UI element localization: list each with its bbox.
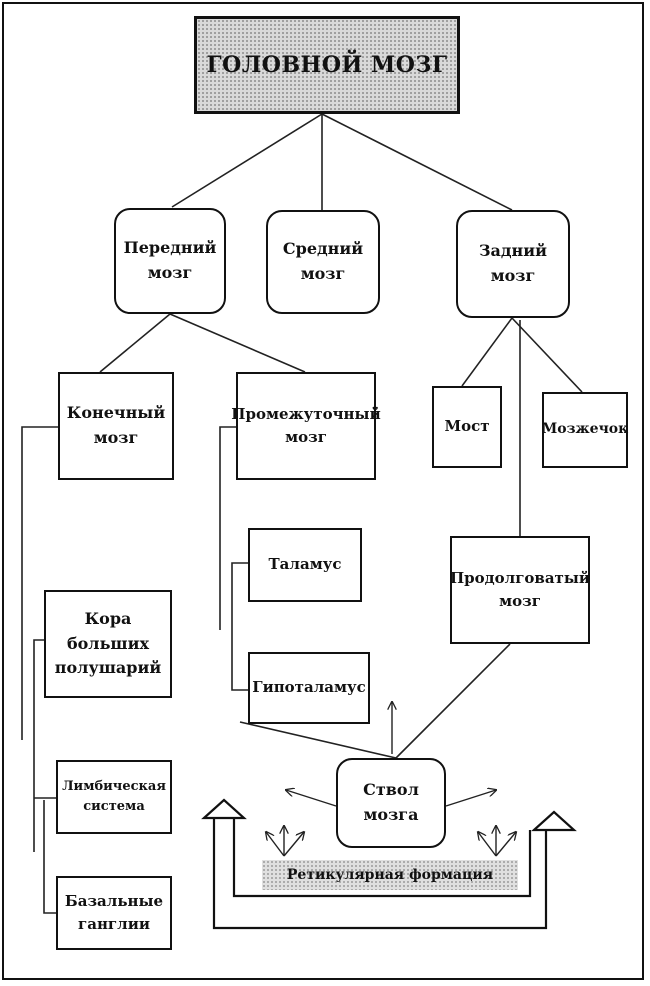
arrow-rf-right-3 <box>495 832 516 857</box>
connector-forebrain-diencephalon <box>169 313 306 373</box>
bracket-telencephalon-basal <box>43 800 56 914</box>
connector-medulla-brainstem <box>395 643 511 759</box>
reticular-formation-text: Ретикулярная формация <box>286 867 494 883</box>
bracket-telencephalon-cortex <box>33 639 44 852</box>
connector-hindbrain-cerebellum <box>511 317 583 393</box>
arrow-right <box>445 790 496 807</box>
diencephalon-label: Промежуточный мозг <box>231 404 381 446</box>
bracket-diencephalon-thalamus <box>231 562 248 691</box>
hindbrain-box: Задний мозг <box>456 210 570 318</box>
limbic-system-label: Лимбическая система <box>62 778 166 814</box>
pons-label: Мост <box>444 417 490 436</box>
cortex-box: Кора больших полушарий <box>44 590 172 698</box>
diencephalon-box: Промежуточный мозг <box>231 372 381 480</box>
cerebellum-box: Мозжечок <box>542 392 628 468</box>
telencephalon-box: Конечный мозг <box>58 372 174 480</box>
thalamus-box: Таламус <box>248 528 362 602</box>
diagram-title: ГОЛОВНОЙ МОЗГ <box>206 51 448 78</box>
hypothalamus-box: Гипоталамус <box>248 652 370 724</box>
cerebellum-label: Мозжечок <box>541 421 629 438</box>
left-triangle-arrowhead <box>201 798 247 820</box>
telencephalon-label: Конечный мозг <box>66 403 166 447</box>
hypothalamus-label: Гипоталамус <box>252 678 366 697</box>
basal-ganglia-label: Базальные ганглии <box>64 891 164 933</box>
pons-box: Мост <box>432 386 502 468</box>
cortex-label: Кора больших полушарий <box>54 608 162 678</box>
arrow-rf-right-1 <box>478 832 497 857</box>
bracket-diencephalon <box>219 426 236 630</box>
connector-title-hindbrain <box>321 113 513 211</box>
midbrain-box: Средний мозг <box>266 210 380 314</box>
right-triangle-arrowhead <box>531 810 577 832</box>
basal-ganglia-box: Базальные ганглии <box>56 876 172 950</box>
arrow-rf-left-3 <box>283 832 304 857</box>
arrow-left <box>286 790 337 807</box>
u-track-inner <box>232 818 532 898</box>
title-box: ГОЛОВНОЙ МОЗГ <box>194 16 460 114</box>
diagram-frame <box>2 2 644 980</box>
connector-forebrain-telencephalon <box>99 313 171 373</box>
u-track-outer <box>212 818 548 930</box>
medulla-label: Продолговатый мозг <box>449 568 591 610</box>
midbrain-label: Средний мозг <box>282 239 364 283</box>
brainstem-box: Ствол мозга <box>336 758 446 848</box>
forebrain-label: Передний мозг <box>123 238 217 282</box>
thalamus-label: Таламус <box>268 555 342 574</box>
limbic-system-box: Лимбическая система <box>56 760 172 834</box>
arrow-rf-left-1 <box>266 832 285 857</box>
bracket-telencephalon <box>21 426 58 740</box>
forebrain-box: Передний мозг <box>114 208 226 314</box>
hindbrain-label: Задний мозг <box>478 241 547 285</box>
brainstem-label: Ствол мозга <box>363 780 419 824</box>
connector-hypothalamus-brainstem <box>239 721 397 759</box>
connector-hindbrain-pons <box>461 317 513 387</box>
medulla-box: Продолговатый мозг <box>450 536 590 644</box>
reticular-formation-label: Ретикулярная формация <box>262 860 518 890</box>
connector-title-forebrain <box>171 113 323 208</box>
